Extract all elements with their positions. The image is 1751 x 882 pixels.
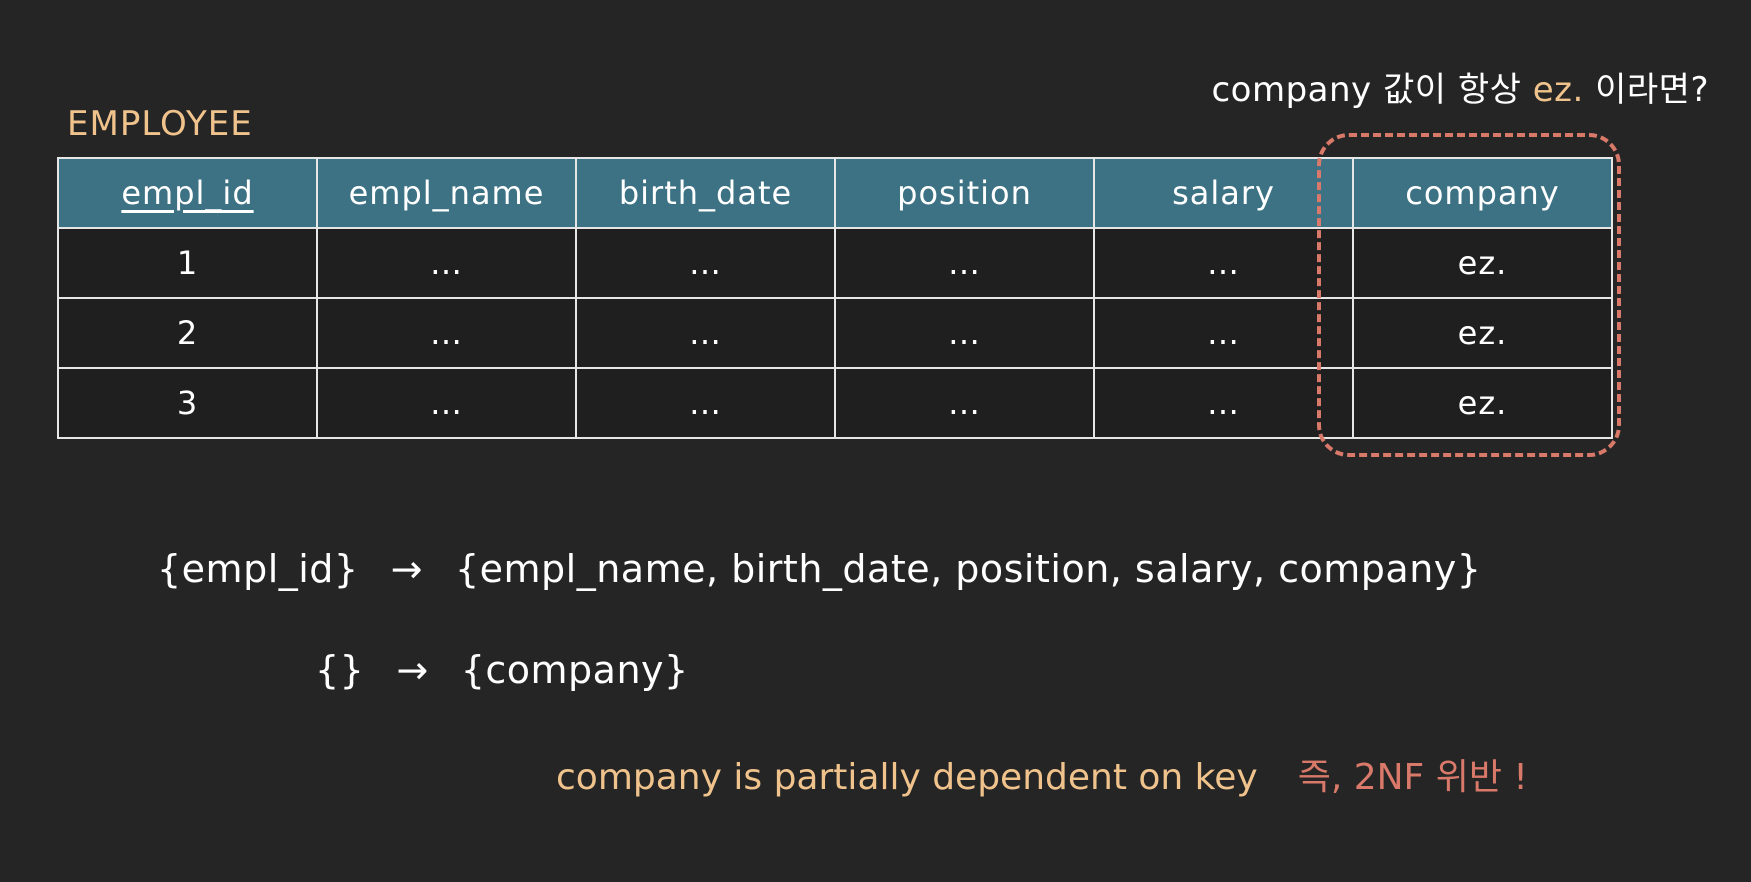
column-header-company: company bbox=[1352, 157, 1613, 229]
table-row: 3 … … … … ez. bbox=[57, 367, 1613, 439]
table-cell: … bbox=[575, 227, 836, 299]
conclusion: company is partially dependent on key 즉, … bbox=[556, 748, 1528, 800]
conclusion-verdict: 즉, 2NF 위반 ! bbox=[1297, 757, 1528, 798]
table-cell: … bbox=[1093, 297, 1354, 369]
question-text: company 값이 항상 ez. 이라면? bbox=[1211, 62, 1709, 111]
table-row: 1 … … … … ez. bbox=[57, 227, 1613, 299]
fd1-rhs: {empl_name, birth_date, position, salary… bbox=[454, 547, 1482, 591]
table-cell: ez. bbox=[1352, 297, 1613, 369]
fd1-arrow-icon: → bbox=[390, 547, 423, 591]
table-cell: … bbox=[834, 367, 1095, 439]
column-header-birth-date: birth_date bbox=[575, 157, 836, 229]
table-cell: 1 bbox=[57, 227, 318, 299]
table-cell: … bbox=[834, 297, 1095, 369]
table-row: 2 … … … … ez. bbox=[57, 297, 1613, 369]
fd2-arrow-icon: → bbox=[396, 648, 429, 692]
header-row: empl_id empl_name birth_date position sa… bbox=[57, 157, 1613, 229]
employee-table: empl_id empl_name birth_date position sa… bbox=[57, 157, 1613, 439]
functional-dependency-1: {empl_id} → {empl_name, birth_date, positi… bbox=[157, 547, 1481, 591]
fd2-lhs: {} bbox=[315, 648, 365, 692]
column-header-empl-id: empl_id bbox=[57, 157, 318, 229]
conclusion-description: company is partially dependent on key bbox=[556, 757, 1258, 798]
fd1-lhs: {empl_id} bbox=[157, 547, 359, 591]
column-header-empl-name: empl_name bbox=[316, 157, 577, 229]
table-cell: … bbox=[316, 367, 577, 439]
table-cell: ez. bbox=[1352, 227, 1613, 299]
table-cell: 3 bbox=[57, 367, 318, 439]
table-cell: … bbox=[316, 297, 577, 369]
question-accent: ez. bbox=[1532, 70, 1584, 110]
table-cell: ez. bbox=[1352, 367, 1613, 439]
table-cell: … bbox=[575, 367, 836, 439]
table-cell: … bbox=[575, 297, 836, 369]
table-cell: … bbox=[834, 227, 1095, 299]
table-cell: … bbox=[1093, 227, 1354, 299]
question-post: 이라면? bbox=[1583, 70, 1709, 110]
table-cell: 2 bbox=[57, 297, 318, 369]
table-cell: … bbox=[1093, 367, 1354, 439]
functional-dependency-2: {} → {company} bbox=[315, 648, 689, 692]
fd2-rhs: {company} bbox=[460, 648, 689, 692]
column-header-salary: salary bbox=[1093, 157, 1354, 229]
table-cell: … bbox=[316, 227, 577, 299]
column-header-position: position bbox=[834, 157, 1095, 229]
table-title: EMPLOYEE bbox=[67, 104, 253, 144]
question-pre: company 값이 항상 bbox=[1211, 70, 1533, 110]
